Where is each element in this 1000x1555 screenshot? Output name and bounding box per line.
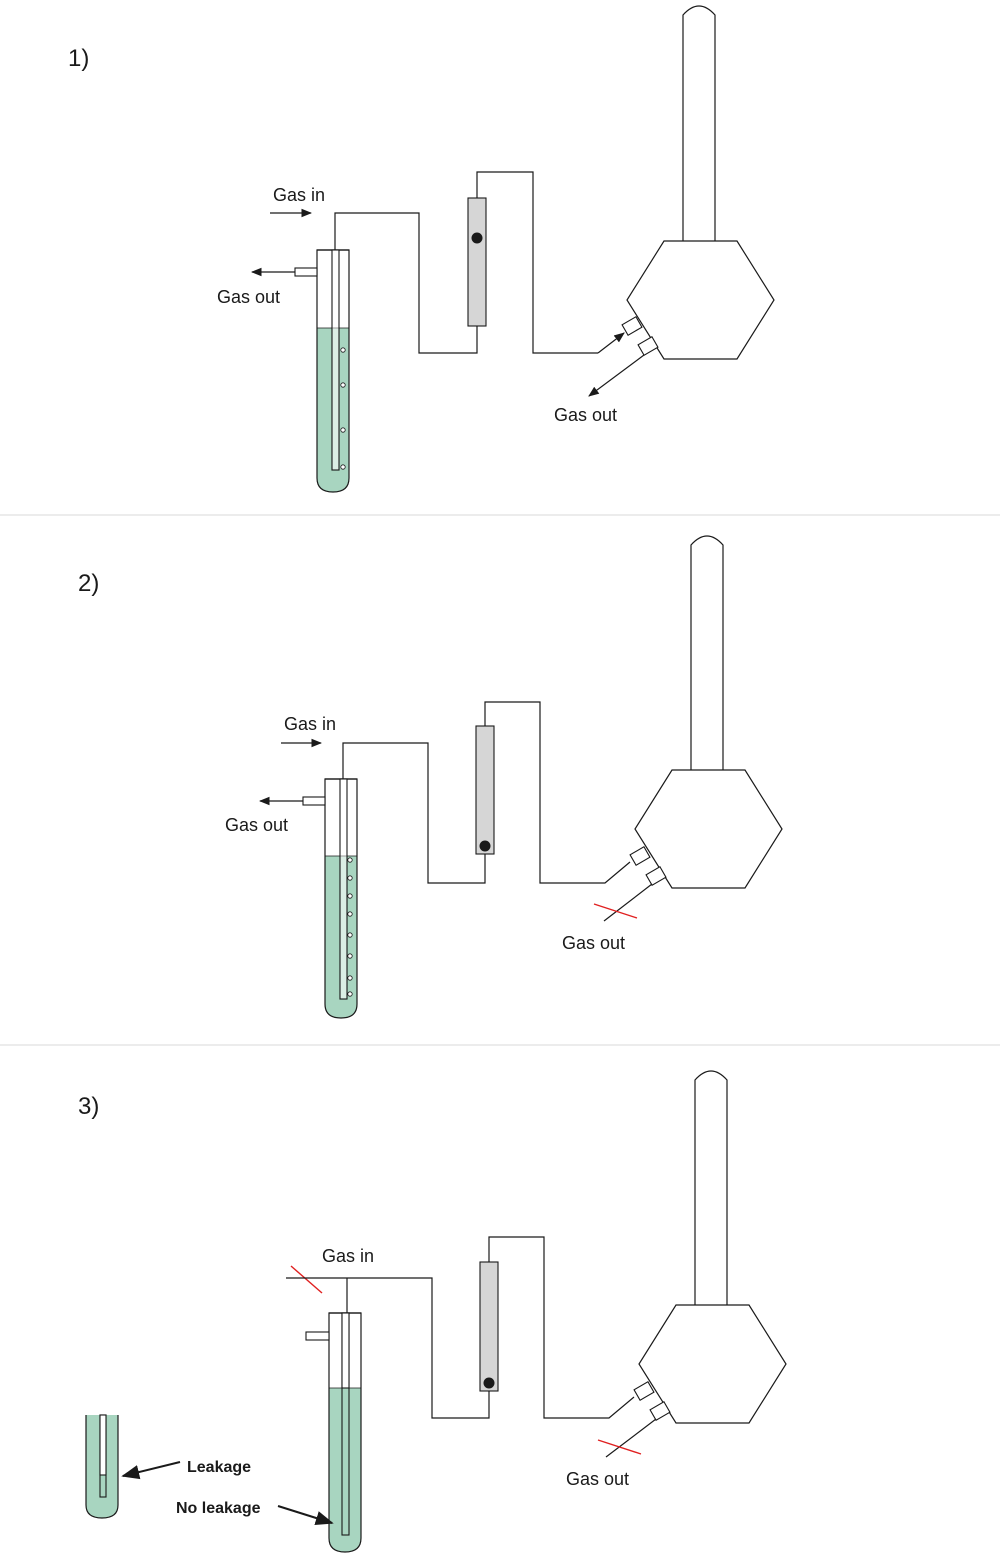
leakage-arrow <box>121 1461 181 1480</box>
gas-line <box>476 171 598 354</box>
flowmeter <box>475 725 495 855</box>
reactor <box>621 5 775 360</box>
panel-number: 2) <box>78 570 99 597</box>
gas-line <box>488 1236 635 1419</box>
bubbler-gas-out-label: Gas out <box>217 287 280 307</box>
leakage-tube <box>85 1414 119 1519</box>
reactor-gas-out-label: Gas out <box>554 405 617 425</box>
reactor-inlet-arrow <box>597 332 625 354</box>
bubbler-tube <box>294 249 350 493</box>
gas-bubbles <box>347 857 353 997</box>
blocked-mark <box>290 1265 323 1294</box>
reactor <box>629 535 783 889</box>
reactor-outlet-arrow <box>588 354 645 397</box>
no-leakage-label: No leakage <box>176 1500 261 1517</box>
flowmeter-float <box>479 840 491 852</box>
flowmeter <box>479 1261 499 1392</box>
gas-in-label: Gas in <box>322 1246 374 1266</box>
reactor-gas-out-label: Gas out <box>562 933 625 953</box>
reactor-outlet-line <box>605 1418 657 1458</box>
panel-number: 1) <box>68 45 89 72</box>
panel-2: 2) Gas out Gas in <box>78 535 783 1019</box>
panel-3: 3) Leakage No leakage Gas in <box>78 1070 787 1553</box>
reactor-outlet-line <box>603 883 653 922</box>
gas-bubbles <box>340 347 346 470</box>
gas-in-label: Gas in <box>284 714 336 734</box>
gas-line <box>484 701 631 884</box>
gas-line <box>334 212 478 354</box>
reactor <box>633 1070 787 1424</box>
reactor-gas-out-label: Gas out <box>566 1469 629 1489</box>
gas-line <box>286 1277 490 1419</box>
flowmeter-float <box>483 1377 495 1389</box>
bubbler-gas-out-label: Gas out <box>225 815 288 835</box>
panel-1: 1) Gas out Gas in <box>68 5 775 493</box>
no-leakage-arrow <box>277 1505 334 1526</box>
blocked-mark <box>597 1439 642 1455</box>
panel-number: 3) <box>78 1093 99 1120</box>
leakage-label: Leakage <box>187 1459 251 1476</box>
bubbler-tube <box>305 1312 362 1553</box>
gas-in-label: Gas in <box>273 185 325 205</box>
gas-line <box>342 742 486 884</box>
flowmeter-float <box>471 232 483 244</box>
blocked-mark <box>593 903 638 919</box>
flowmeter <box>467 197 487 327</box>
bubbler-tube <box>302 778 358 1019</box>
